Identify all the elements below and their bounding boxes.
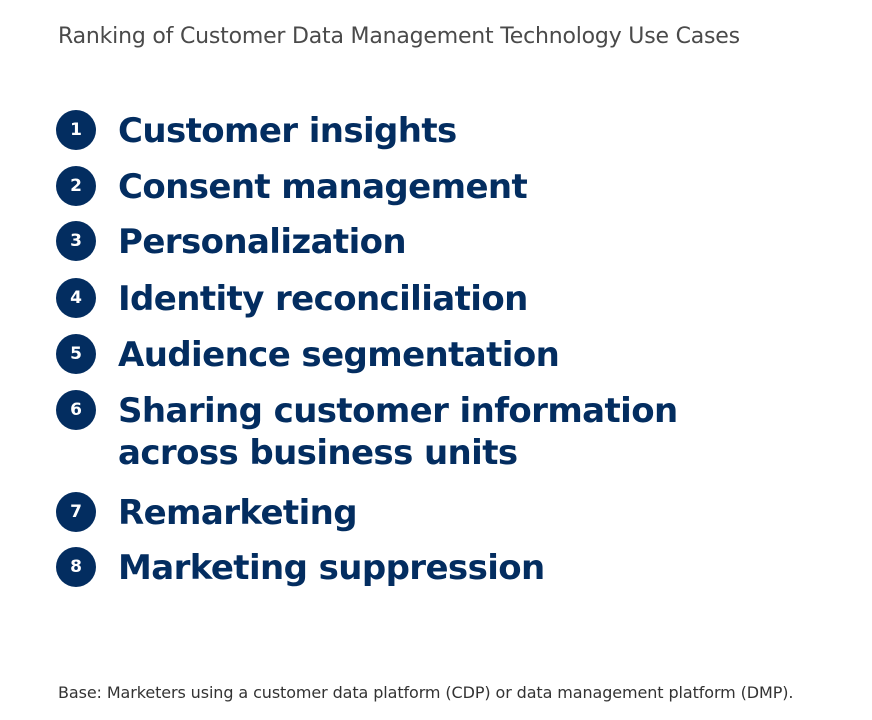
use-case-line: Customer insights — [118, 111, 457, 151]
use-case-line: Personalization — [118, 222, 407, 262]
use-case-line: Sharing customer information — [118, 391, 678, 431]
list-item: 6 Sharing customer information across bu… — [56, 390, 678, 474]
use-case-line: Audience segmentation — [118, 335, 560, 375]
use-case-line: Marketing suppression — [118, 548, 545, 588]
use-case-label: Sharing customer information across busi… — [118, 390, 678, 474]
use-case-label: Remarketing — [118, 492, 358, 534]
rank-badge: 4 — [56, 278, 96, 318]
list-item: 8 Marketing suppression — [56, 547, 545, 589]
rank-badge: 3 — [56, 221, 96, 261]
list-item: 1 Customer insights — [56, 110, 457, 152]
use-case-label: Identity reconciliation — [118, 278, 528, 320]
use-case-line: across business units — [118, 433, 518, 473]
ranking-list: 1 Customer insights 2 Consent management… — [56, 0, 816, 640]
use-case-line: Identity reconciliation — [118, 279, 528, 319]
use-case-line: Remarketing — [118, 493, 358, 533]
list-item: 4 Identity reconciliation — [56, 278, 528, 320]
footnote: Base: Marketers using a customer data pl… — [58, 683, 794, 702]
use-case-label: Marketing suppression — [118, 547, 545, 589]
rank-badge: 8 — [56, 547, 96, 587]
rank-badge: 7 — [56, 492, 96, 532]
list-item: 3 Personalization — [56, 221, 407, 263]
use-case-line: Consent management — [118, 167, 528, 207]
use-case-label: Consent management — [118, 166, 528, 208]
list-item: 7 Remarketing — [56, 492, 358, 534]
use-case-label: Customer insights — [118, 110, 457, 152]
list-item: 5 Audience segmentation — [56, 334, 560, 376]
rank-badge: 5 — [56, 334, 96, 374]
list-item: 2 Consent management — [56, 166, 528, 208]
rank-badge: 1 — [56, 110, 96, 150]
rank-badge: 2 — [56, 166, 96, 206]
use-case-label: Personalization — [118, 221, 407, 263]
rank-badge: 6 — [56, 390, 96, 430]
use-case-label: Audience segmentation — [118, 334, 560, 376]
page-title: Ranking of Customer Data Management Tech… — [58, 24, 740, 49]
